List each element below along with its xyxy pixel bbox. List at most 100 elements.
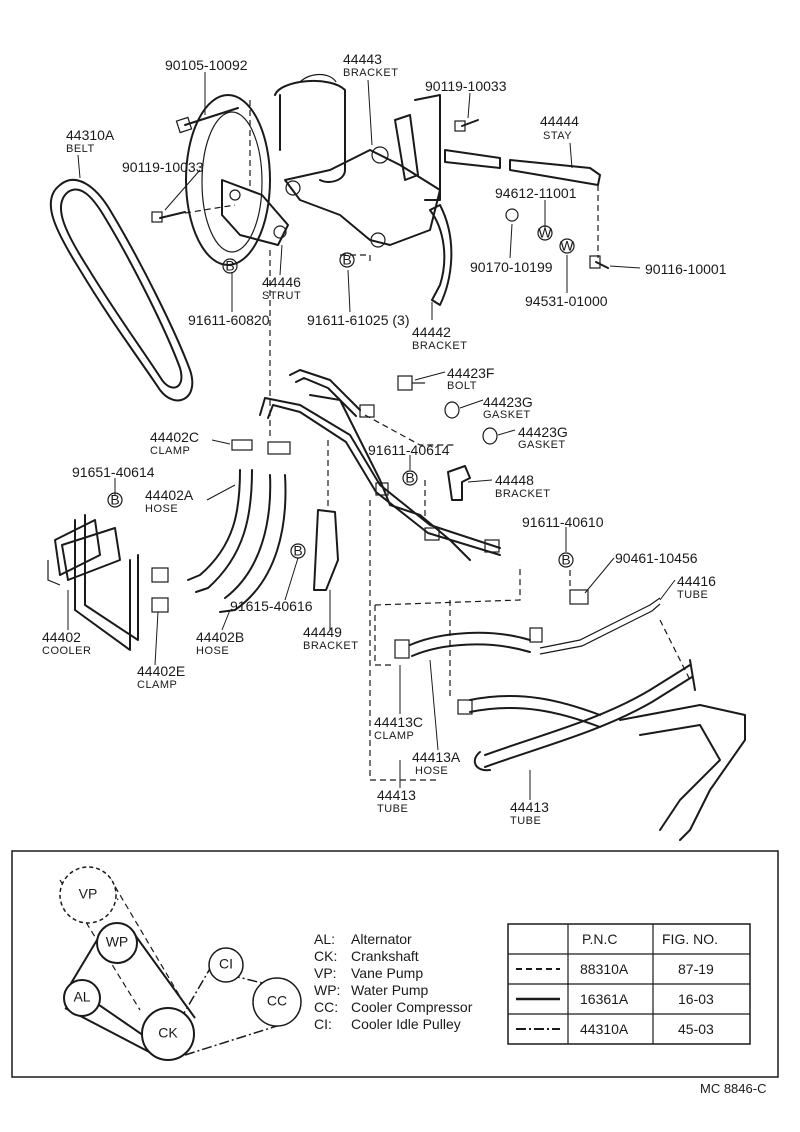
svg-text:Water Pump: Water Pump xyxy=(351,982,428,998)
bracket-44448-drawing xyxy=(447,465,471,501)
svg-text:CLAMP: CLAMP xyxy=(137,679,177,691)
legend-item: VP: Vane Pump xyxy=(314,965,423,981)
svg-text:B: B xyxy=(225,258,234,274)
svg-text:VP: VP xyxy=(79,886,98,902)
part-label: 91611-61025 (3) xyxy=(307,312,409,328)
svg-text:W: W xyxy=(560,238,574,254)
svg-text:44402B: 44402B xyxy=(196,629,244,645)
svg-text:CLAMP: CLAMP xyxy=(150,445,190,457)
svg-text:B: B xyxy=(342,252,351,268)
svg-text:Cooler Idle Pulley: Cooler Idle Pulley xyxy=(351,1016,461,1032)
svg-text:91651-40614: 91651-40614 xyxy=(72,464,155,480)
svg-text:91611-40610: 91611-40610 xyxy=(522,514,604,530)
svg-text:CI: CI xyxy=(219,956,233,972)
marker: W xyxy=(559,238,575,254)
marker: B xyxy=(107,492,123,508)
svg-text:44402E: 44402E xyxy=(137,663,185,679)
svg-text:91611-61025 (3): 91611-61025 (3) xyxy=(307,312,409,328)
part-label: 90119-10033 xyxy=(425,78,507,94)
svg-text:WP: WP xyxy=(106,934,129,950)
svg-text:44402A: 44402A xyxy=(145,487,194,503)
svg-text:CC: CC xyxy=(267,993,287,1009)
svg-text:BRACKET: BRACKET xyxy=(303,640,358,652)
belt-drawing xyxy=(49,179,194,402)
svg-text:HOSE: HOSE xyxy=(196,645,229,657)
legend-item: CI: Cooler Idle Pulley xyxy=(314,1016,461,1032)
svg-text:AL:: AL: xyxy=(314,931,335,947)
svg-text:HOSE: HOSE xyxy=(145,503,178,515)
svg-text:STAY: STAY xyxy=(543,130,572,142)
svg-text:CLAMP: CLAMP xyxy=(374,730,414,742)
legend-item: WP: Water Pump xyxy=(314,982,428,998)
svg-text:B: B xyxy=(561,552,570,568)
part-label: 94531-01000 xyxy=(525,293,608,309)
svg-text:44449: 44449 xyxy=(303,624,342,640)
svg-text:BOLT: BOLT xyxy=(447,380,477,392)
table-header-pnc: P.N.C xyxy=(582,931,618,947)
svg-text:B: B xyxy=(293,543,302,559)
svg-text:44402: 44402 xyxy=(42,629,81,645)
svg-text:TUBE: TUBE xyxy=(377,803,408,815)
tube-44413-drawing xyxy=(457,659,746,841)
bolts-top-drawing xyxy=(151,107,609,269)
belt-layout-panel: VP WP AL CK CI CC AL:Alternator CK:Crank… xyxy=(11,850,779,1078)
marker: B xyxy=(290,543,306,559)
cooler-44402-drawing xyxy=(47,514,139,651)
reference-table: P.N.C FIG. NO. 88310A 87-19 16361A 16-03… xyxy=(507,923,751,1045)
marker: B xyxy=(222,258,238,274)
svg-text:CI:: CI: xyxy=(314,1016,332,1032)
strut-44446-drawing xyxy=(221,179,289,246)
svg-text:44448: 44448 xyxy=(495,472,534,488)
hoses-44402-drawing xyxy=(187,469,287,613)
markers: B W W B B B B B B xyxy=(107,225,575,568)
svg-text:44423G: 44423G xyxy=(518,424,568,440)
figure-code: MC 8846-C xyxy=(700,1081,766,1096)
svg-text:COOLER: COOLER xyxy=(42,645,91,657)
svg-text:44423F: 44423F xyxy=(447,365,494,381)
svg-text:44310A: 44310A xyxy=(66,127,115,143)
pressure-tubes-drawing xyxy=(259,369,501,561)
svg-text:90170-10199: 90170-10199 xyxy=(470,259,553,275)
part-label: 91651-40614 xyxy=(72,464,155,480)
pulley-wp: WP xyxy=(96,922,138,964)
legend-item: CK:Crankshaft xyxy=(314,948,419,964)
part-label: 91611-40610 xyxy=(522,514,604,530)
svg-text:94531-01000: 94531-01000 xyxy=(525,293,608,309)
svg-text:WP:: WP: xyxy=(314,982,340,998)
table-header-fig: FIG. NO. xyxy=(662,931,718,947)
part-label: 91611-40614 xyxy=(368,442,450,458)
svg-text:BELT: BELT xyxy=(66,143,95,155)
svg-text:BRACKET: BRACKET xyxy=(412,340,467,352)
svg-text:CK:: CK: xyxy=(314,948,337,964)
table-row: 16361A 16-03 xyxy=(516,991,714,1007)
part-label: 90119-10033 xyxy=(122,159,204,175)
table-row: 88310A 87-19 xyxy=(516,961,714,977)
part-label: 90116-10001 xyxy=(645,261,727,277)
svg-text:94612-11001: 94612-11001 xyxy=(495,185,577,201)
svg-text:VP:: VP: xyxy=(314,965,337,981)
clamp-44402e-drawing xyxy=(151,567,169,613)
svg-text:91611-40614: 91611-40614 xyxy=(368,442,450,458)
svg-text:W: W xyxy=(538,225,552,241)
svg-text:44413C: 44413C xyxy=(374,714,423,730)
bracket-44443-drawing xyxy=(284,94,441,248)
svg-text:Vane Pump: Vane Pump xyxy=(351,965,423,981)
part-drawings xyxy=(47,73,746,841)
svg-text:44413A: 44413A xyxy=(412,749,461,765)
svg-text:CK: CK xyxy=(158,1025,178,1041)
svg-text:90119-10033: 90119-10033 xyxy=(122,159,204,175)
